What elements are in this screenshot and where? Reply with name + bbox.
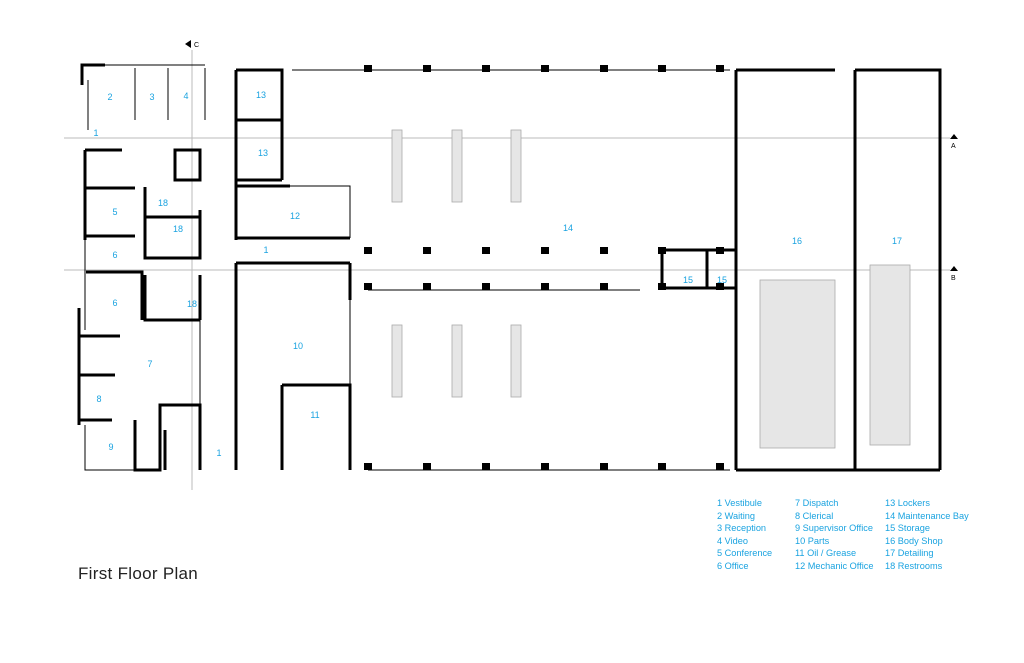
room-label: 10 [293,341,303,351]
column [716,463,724,470]
room-label: 18 [158,198,168,208]
room-label: 6 [112,250,117,260]
column [364,247,372,254]
column [423,463,431,470]
vehicle-lift [451,129,463,203]
vehicle-lift [451,324,463,398]
legend-item: 7 Dispatch [795,498,839,508]
room-label: 13 [256,90,266,100]
legend-item: 4 Video [717,535,748,546]
vehicle-lift [391,129,403,203]
legend-item: 17 Detailing [885,548,934,558]
column [600,283,608,290]
page-title: First Floor Plan [78,564,199,583]
vehicle-lift [510,129,522,203]
room-label: 11 [310,410,319,420]
legend-item: 9 Supervisor Office [795,523,873,533]
column [541,65,549,72]
legend-item: 3 Reception [717,523,767,533]
column [482,283,490,290]
shop-walls [234,68,942,472]
column [364,463,372,470]
office-wing-walls [77,63,206,472]
column [600,463,608,470]
room-label: 17 [892,236,902,246]
legend-item: 10 Parts [795,535,830,546]
room-label: 13 [258,148,268,158]
room-label: 8 [96,394,101,404]
legend-item: 1 Vestibule [717,498,762,508]
room-label: 4 [183,91,188,101]
column [423,247,431,254]
column [716,65,724,72]
column [482,247,490,254]
room-label: 16 [792,236,802,246]
room-label: 12 [290,211,300,221]
legend-item: 13 Lockers [885,498,930,508]
section-marker-a: A [951,143,956,150]
legend-item: 14 Maintenance Bay [885,510,969,521]
legend-item: 15 Storage [885,523,930,533]
section-arrow-c-icon [185,40,191,48]
column [716,247,724,254]
legend-item: 11 Oil / Grease [795,548,857,558]
room-label: 15 [717,275,727,285]
column [423,283,431,290]
room-label: 9 [108,442,113,452]
column [658,247,666,254]
room-label: 1 [93,128,98,138]
column [716,283,724,290]
room-label: 1 [263,245,268,255]
room-label: 1 [216,448,221,458]
section-arrow-a-icon [950,134,958,139]
detailing-bay-equipment [869,264,911,446]
body-shop-booth [759,279,836,449]
section-arrow-b-icon [950,266,958,271]
legend-item: 12 Mechanic Office [795,560,874,571]
column [482,65,490,72]
column [541,463,549,470]
vehicle-lift [391,324,403,398]
column [658,283,666,290]
room-label: 18 [187,299,197,309]
legend-item: 8 Clerical [795,510,834,521]
column [364,65,372,72]
room-label: 2 [107,92,112,102]
room-labels: 2 3 4 1 5 18 18 6 6 18 7 8 9 1 13 13 12 … [93,90,902,458]
column [541,247,549,254]
legend-item: 18 Restrooms [885,560,943,571]
room-label: 15 [683,275,693,285]
legend-item: 2 Waiting [717,510,755,521]
column [364,283,372,290]
legend-item: 6 Office [717,560,749,571]
column [600,247,608,254]
column [658,65,666,72]
section-marker-c: C [194,42,199,49]
vehicle-lift [510,324,522,398]
column [600,65,608,72]
room-label: 14 [563,223,573,233]
legend-item: 16 Body Shop [885,535,943,546]
vehicle-lifts [391,129,522,398]
column [658,463,666,470]
structural-columns [364,65,724,470]
room-label: 6 [112,298,117,308]
room-label: 5 [112,207,117,217]
section-marker-b: B [951,275,956,282]
column [541,283,549,290]
room-legend: 1 Vestibule 7 Dispatch 13 Lockers 2 Wait… [717,498,985,571]
room-label: 7 [147,359,152,369]
room-label: 3 [149,92,154,102]
legend-item: 5 Conference [717,548,773,558]
room-label: 18 [173,224,183,234]
column [423,65,431,72]
column [482,463,490,470]
